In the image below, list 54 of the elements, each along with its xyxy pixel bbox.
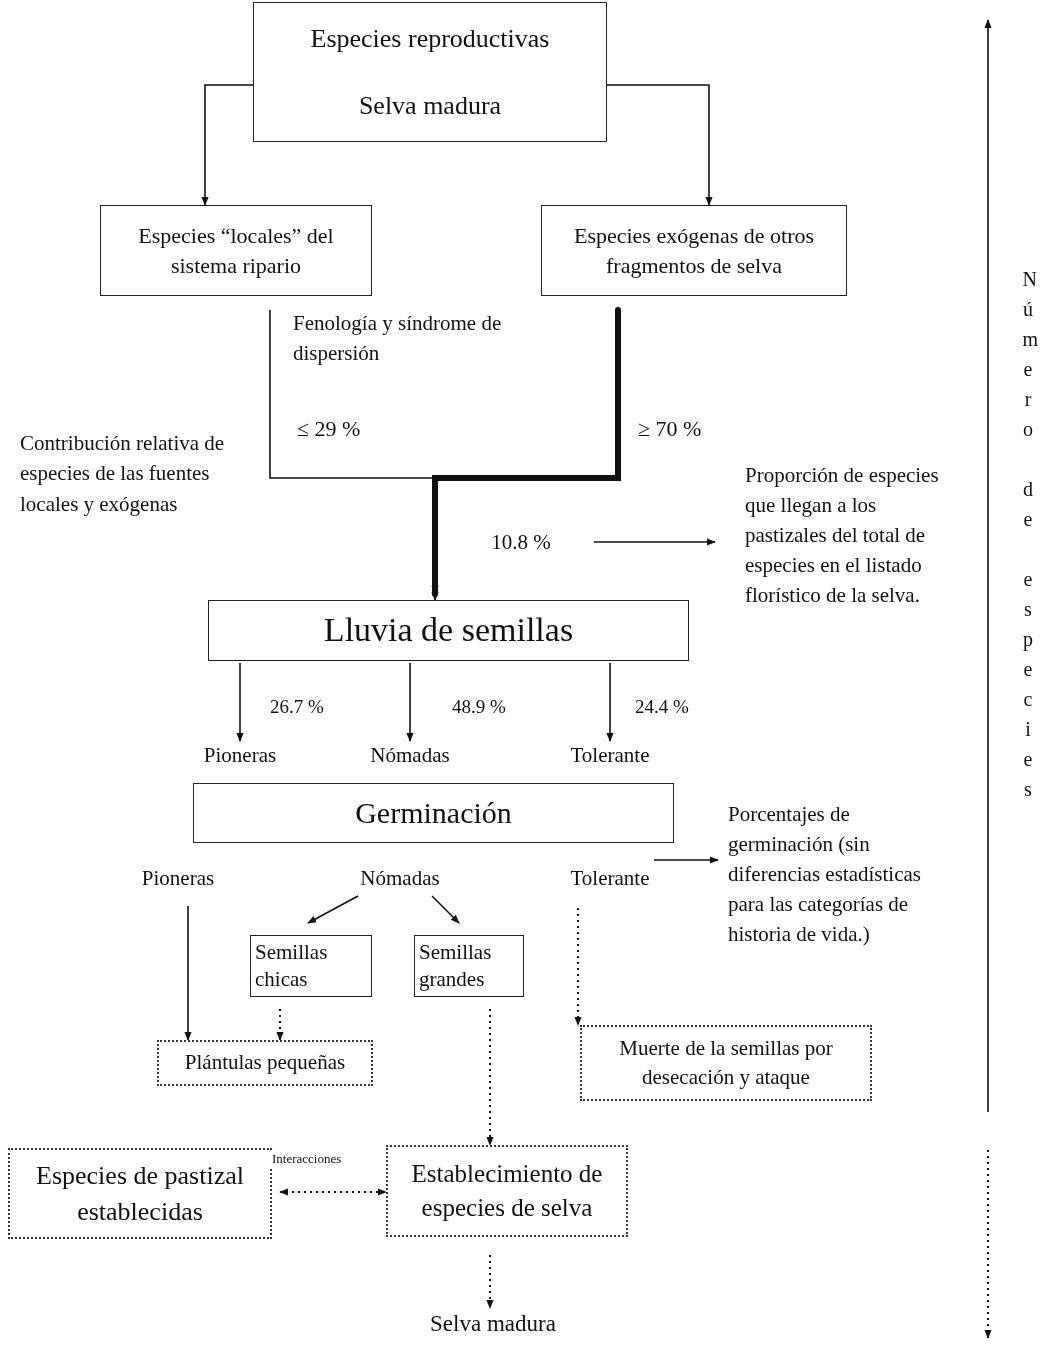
text-label: Selva madura <box>418 1308 568 1340</box>
arrow <box>184 905 192 1041</box>
box-text: Especies de pastizal establecidas <box>35 1160 245 1228</box>
arrow <box>269 309 439 601</box>
box-text: Especies “locales” del sistema ripario <box>137 221 335 280</box>
arrow <box>201 84 254 206</box>
box-text: Especies reproductivas <box>310 22 550 55</box>
arrow <box>486 1254 494 1309</box>
arrow <box>276 1008 284 1041</box>
process-box <box>208 600 689 661</box>
box-text: Lluvia de semillas <box>323 610 574 651</box>
note-text: Fenología y síndrome de dispersión <box>293 310 503 368</box>
dotted-box <box>386 1145 628 1237</box>
process-box <box>193 783 674 843</box>
box-text: Selva madura <box>358 89 502 122</box>
process-box <box>100 205 372 296</box>
arrow <box>431 895 460 924</box>
text-label: Pioneras <box>188 741 292 771</box>
text-label: Nómadas <box>348 864 452 894</box>
edge-label: Interacciones <box>270 1151 344 1167</box>
process-box <box>253 2 607 142</box>
box-text: Germinación <box>355 795 512 831</box>
arrow <box>431 307 621 597</box>
arrow <box>307 895 359 924</box>
box-text: Semillas grandes <box>419 938 493 993</box>
dotted-box <box>580 1025 872 1101</box>
arrow <box>606 84 713 206</box>
axis-label: Número de especies <box>1021 267 1040 802</box>
box-text: Muerte de la semillas por desecación y ataque <box>618 1034 834 1091</box>
box-text: Plántulas pequeñas <box>184 1049 346 1077</box>
text-label: 10.8 % <box>478 528 564 558</box>
process-box <box>414 935 524 997</box>
dotted-box <box>8 1148 272 1239</box>
note-text: Contribución relativa de especies de las fuentes locales y exógenas <box>20 430 226 518</box>
text-label: Tolerante <box>556 864 664 894</box>
arrow <box>593 538 716 546</box>
arrow <box>606 662 614 742</box>
arrow <box>486 1008 494 1146</box>
process-box <box>250 935 372 997</box>
arrow <box>406 662 414 742</box>
box-text: Establecimiento de especies de selva <box>410 1159 604 1223</box>
text-label: Pioneras <box>126 864 230 894</box>
text-label: Proporción de especies que llegan a los pastizales del total de especies en el listado florístico de la selva. <box>745 444 963 626</box>
process-box <box>541 205 847 296</box>
box-text: Semillas chicas <box>255 938 329 993</box>
arrow <box>279 1188 387 1196</box>
text-label: Porcentajes de germinación (sin diferencias estadísticas para las categorías de historia de vida.) <box>728 786 956 962</box>
arrow <box>574 907 582 1026</box>
box-text: Especies exógenas de otros fragmentos de selva <box>572 221 816 280</box>
text-label: Tolerante <box>556 741 664 771</box>
arrow <box>653 856 719 864</box>
dotted-box <box>157 1040 373 1086</box>
arrow <box>236 662 244 742</box>
text-label: Nómadas <box>358 741 462 771</box>
